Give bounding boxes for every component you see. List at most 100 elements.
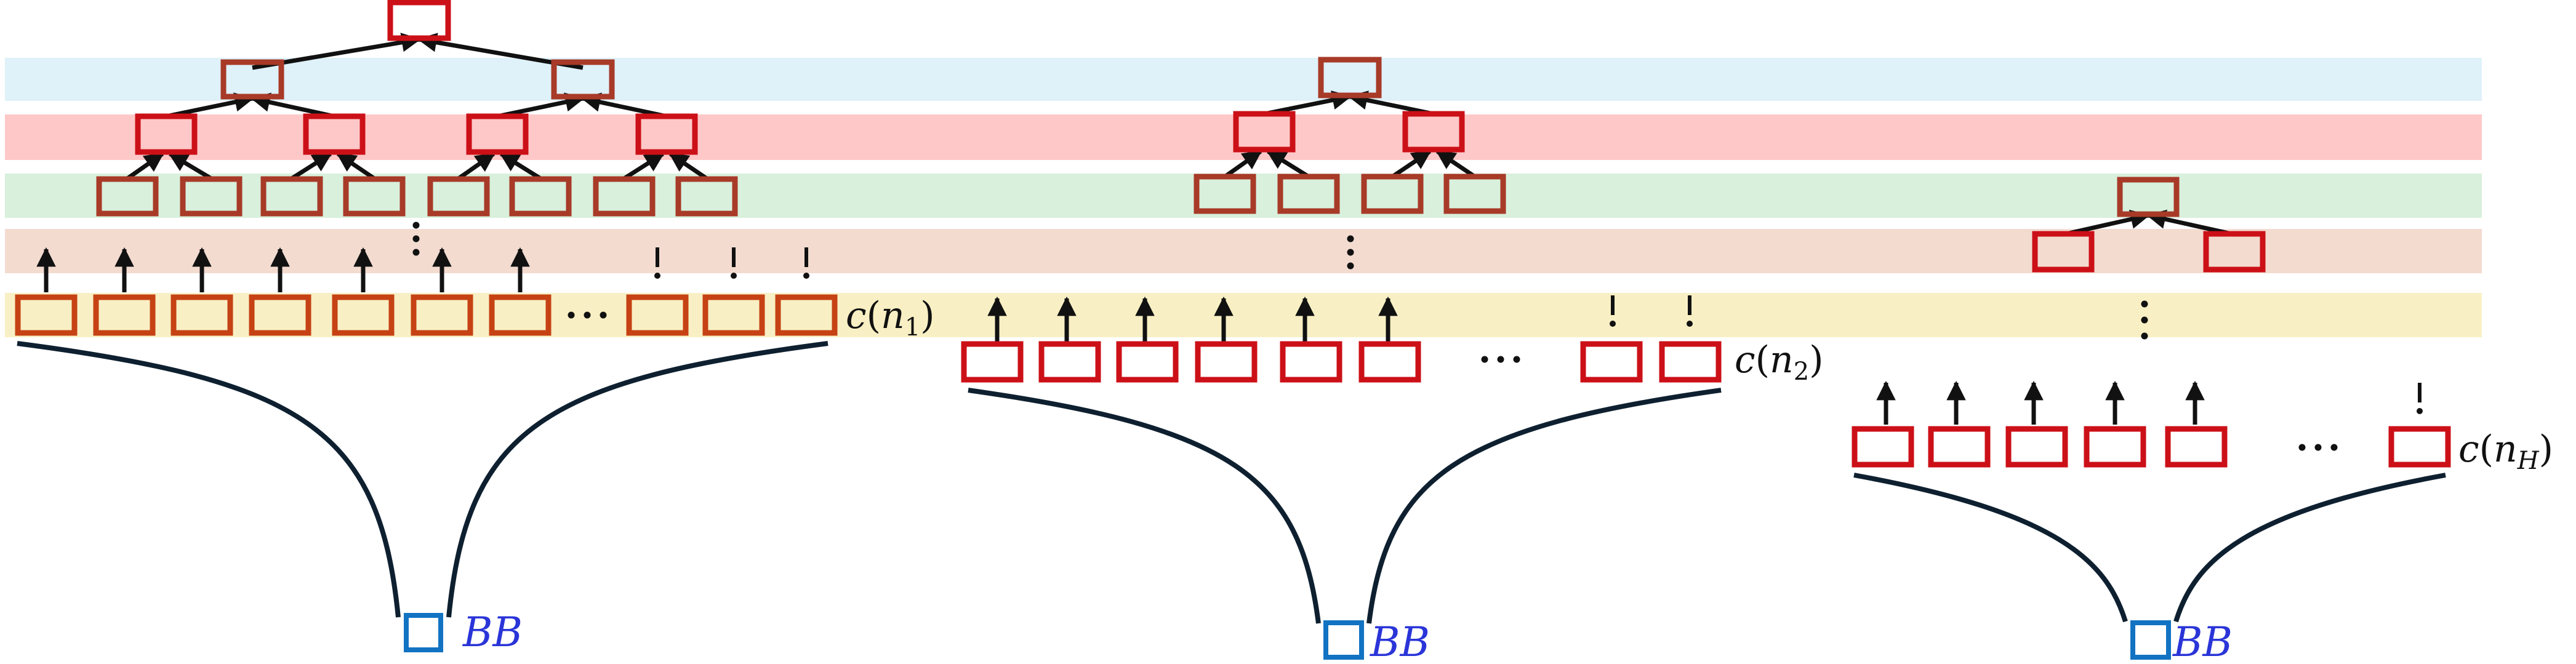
tree-edge bbox=[623, 152, 665, 180]
tree-node bbox=[675, 176, 738, 217]
tree-node bbox=[332, 294, 395, 336]
tree-node bbox=[260, 176, 323, 217]
tree-edge bbox=[166, 92, 255, 119]
tree-edge bbox=[497, 92, 585, 119]
exclamation-dot bbox=[654, 273, 660, 279]
bb-node bbox=[2130, 620, 2171, 660]
vertical-dot bbox=[1347, 235, 1354, 242]
vertical-dot bbox=[412, 235, 420, 242]
tree-node bbox=[303, 113, 366, 155]
tree-edge bbox=[291, 152, 332, 180]
tree-node bbox=[1195, 341, 1258, 383]
tree-node bbox=[1277, 174, 1340, 214]
tree-node bbox=[1402, 111, 1465, 153]
tree-edge bbox=[457, 152, 496, 180]
bb-label-tree-1: BB bbox=[462, 609, 523, 656]
tree-node bbox=[220, 59, 284, 100]
leaf-labels: c(n1) c(n2) c(nH) bbox=[846, 294, 2553, 475]
ellipsis-marks bbox=[412, 222, 2423, 451]
tree-node bbox=[635, 113, 698, 155]
tree-node bbox=[2084, 426, 2146, 468]
tree-node bbox=[96, 176, 159, 217]
exclamation-dot bbox=[2417, 408, 2423, 414]
tree-node bbox=[1361, 174, 1424, 214]
tree-node bbox=[2165, 426, 2228, 468]
tree-node bbox=[1280, 341, 1342, 383]
tree-node bbox=[1194, 174, 1256, 214]
horizontal-dot bbox=[1481, 356, 1488, 363]
tree-node bbox=[1580, 341, 1643, 383]
tree-node bbox=[1928, 426, 1991, 468]
vertical-dot bbox=[2141, 300, 2148, 308]
tree-node bbox=[466, 113, 529, 155]
band-depth-4 bbox=[5, 229, 2482, 273]
vertical-dot bbox=[2141, 332, 2148, 340]
horizontal-dot bbox=[1497, 356, 1504, 363]
tree-node bbox=[1443, 174, 1506, 214]
tree-nodes bbox=[15, 0, 2451, 660]
tree-node bbox=[1233, 111, 1296, 153]
funnel-curve bbox=[968, 388, 1722, 624]
bb-label-tree-2: BB bbox=[1370, 618, 1430, 664]
horizontal-dot bbox=[1513, 356, 1520, 363]
tree-node bbox=[411, 294, 473, 336]
horizontal-dot bbox=[600, 311, 607, 319]
vertical-dot bbox=[2141, 316, 2148, 324]
horizontal-dot bbox=[2314, 444, 2322, 451]
tree-edge bbox=[580, 92, 667, 119]
tree-node bbox=[135, 113, 198, 155]
tree-edge bbox=[250, 92, 335, 119]
tree-node bbox=[343, 176, 406, 217]
tree-edge bbox=[126, 152, 164, 180]
tree-node bbox=[2005, 426, 2068, 468]
vertical-dot bbox=[1347, 249, 1354, 256]
bb-node bbox=[404, 613, 443, 652]
leaf-arrows bbox=[36, 247, 2205, 425]
tree-edge bbox=[168, 151, 212, 181]
tree-edge bbox=[336, 152, 375, 180]
tree-node bbox=[593, 176, 656, 217]
vertical-dot bbox=[1347, 262, 1354, 270]
tree-edge bbox=[499, 152, 542, 180]
tree-node bbox=[1116, 341, 1179, 383]
tree-node bbox=[15, 294, 78, 336]
tree-edge bbox=[1391, 150, 1432, 178]
tree-node bbox=[427, 176, 490, 217]
band-depth-5 bbox=[5, 293, 2482, 337]
tree-node bbox=[249, 294, 311, 336]
tree-edge bbox=[1264, 90, 1352, 116]
horizontal-dot bbox=[2330, 444, 2338, 451]
vertical-dot bbox=[412, 249, 420, 256]
tree-node bbox=[961, 341, 1024, 383]
tree-node bbox=[775, 294, 838, 336]
leaf-label-tree-3: c(nH) bbox=[2458, 428, 2553, 475]
tree-edges bbox=[126, 33, 2235, 237]
band-depth-1 bbox=[5, 58, 2482, 101]
tree-node bbox=[1659, 341, 1722, 383]
tree-edge bbox=[1223, 150, 1262, 178]
tree-node bbox=[702, 294, 765, 336]
tree-edge bbox=[1266, 150, 1310, 178]
funnel-curve bbox=[1853, 473, 2446, 623]
funnel-curves bbox=[17, 341, 2446, 624]
root-node bbox=[387, 0, 451, 41]
funnel-curve bbox=[17, 341, 829, 618]
band-depth-2 bbox=[5, 114, 2482, 160]
tree-node bbox=[2032, 231, 2095, 273]
exclamation-dot bbox=[731, 273, 737, 279]
tree-node bbox=[551, 59, 615, 100]
horizontal-dot bbox=[2298, 444, 2306, 451]
tree-node bbox=[626, 294, 689, 336]
root-node bbox=[1318, 57, 1382, 98]
vertical-dot bbox=[412, 222, 420, 229]
tree-node bbox=[489, 294, 552, 336]
tree-node bbox=[2203, 231, 2266, 273]
tree-node bbox=[2388, 426, 2451, 468]
bb-label-tree-3: BB bbox=[2172, 618, 2233, 664]
leaf-label-tree-1: c(n1) bbox=[846, 294, 935, 342]
bb-node bbox=[1323, 620, 1364, 660]
root-node bbox=[2117, 177, 2180, 217]
tree-edge bbox=[1347, 90, 1434, 116]
tree-node bbox=[1038, 341, 1101, 383]
